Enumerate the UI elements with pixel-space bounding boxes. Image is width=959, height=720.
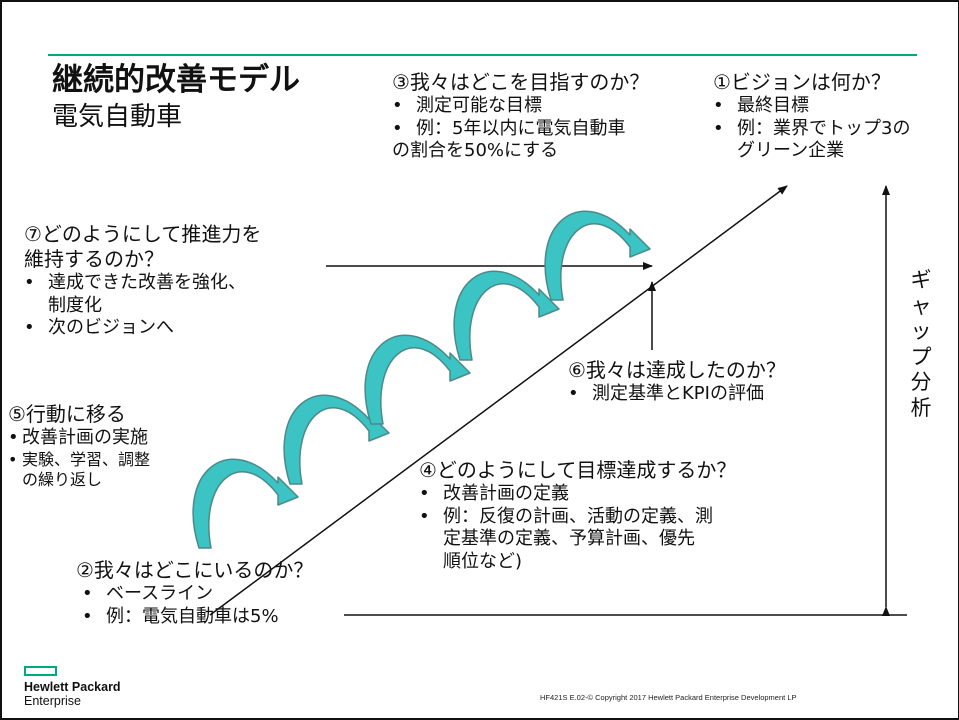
bullet-icon: • — [419, 483, 430, 504]
gap-label-char: 分 — [910, 370, 932, 395]
current-item: • 例：電気自動車は5% — [76, 606, 313, 629]
bullet-icon: • — [713, 117, 724, 139]
gap-label-char: ャ — [910, 293, 932, 318]
achieved-block: ⑥我々は達成したのか？ • 測定基準とKPIの評価 — [568, 358, 786, 406]
momentum-item: • 達成できた改善を強化、 — [24, 272, 261, 295]
plan-heading: ④どのようにして目標達成するか？ — [419, 458, 737, 482]
target-item: • 測定可能な目標 — [392, 95, 649, 118]
vision-item: • 例：業界でトップ3の — [713, 118, 910, 141]
gap-label-char: 析 — [910, 396, 932, 421]
plan-block: ④どのようにして目標達成するか？ • 改善計画の定義 • 例：反復の計画、活動の定義… — [419, 458, 736, 573]
momentum-heading-cont: 維持するのか？ — [24, 247, 164, 271]
action-item: •改善計画の実施 — [8, 427, 150, 450]
bullet-icon: • — [82, 583, 93, 604]
bullet-icon: • — [8, 427, 19, 448]
gap-label-char: ッ — [910, 319, 932, 344]
logo-line2: Enterprise — [24, 693, 81, 708]
bullet-icon: • — [82, 605, 93, 627]
vision-heading: ①ビジョンは何か？ — [713, 70, 891, 94]
logo-line1: Hewlett Packard — [24, 680, 121, 694]
action-item-text: 実験、学習、調整 — [22, 449, 151, 469]
momentum-item-cont: 制度化 — [48, 294, 102, 316]
vision-block: ①ビジョンは何か？ • 最終目標 • 例：業界でトップ3の グリーン企業 — [713, 70, 910, 163]
bullet-icon: • — [568, 383, 579, 404]
momentum-item-text: 達成できた改善を強化、 — [48, 272, 246, 293]
bullet-icon: • — [8, 449, 18, 469]
action-item-text: 改善計画の実施 — [22, 427, 148, 448]
momentum-block: ⑦どのようにして推進力を 維持するのか？ • 達成できた改善を強化、 制度化 • 次… — [24, 222, 261, 340]
vision-item: • 最終目標 — [713, 95, 910, 118]
vision-item-cont: グリーン企業 — [737, 140, 845, 161]
copyright-footer: HF421S E.02-© Copyright 2017 Hewlett Pac… — [540, 693, 797, 702]
bullet-icon: • — [419, 505, 430, 527]
target-item-cont: の割合を50%にする — [392, 140, 559, 161]
target-item-text: 測定可能な目標 — [416, 95, 542, 116]
curved-step-arrow-5 — [544, 210, 651, 301]
step-arrows — [192, 210, 651, 549]
action-block: ⑤行動に移る •改善計画の実施 •実験、学習、調整 の繰り返し — [8, 402, 150, 490]
momentum-item: • 次のビジョンへ — [24, 317, 261, 340]
achieved-item: • 測定基準とKPIの評価 — [568, 383, 786, 406]
target-item: • 例：5年以内に電気自動車 — [392, 118, 649, 141]
action-item-cont: の繰り返し — [22, 469, 103, 489]
bullet-icon: • — [713, 95, 724, 116]
curved-step-arrow-4 — [453, 270, 560, 361]
achieved-heading: ⑥我々は達成したのか？ — [568, 358, 786, 382]
curved-step-arrow-3 — [364, 334, 471, 425]
gap-analysis-label: ギ ャ ッ プ 分 析 — [908, 268, 934, 422]
current-item-text: 例：電気自動車は5% — [106, 605, 279, 627]
plan-item: • 改善計画の定義 — [419, 483, 736, 506]
achieved-item-text: 測定基準とKPIの評価 — [592, 383, 764, 404]
gap-label-char: プ — [910, 344, 932, 369]
page-title: 継続的改善モデル — [52, 62, 300, 98]
current-item-text: ベースライン — [106, 583, 214, 604]
hpe-logo-mark — [24, 666, 57, 676]
action-heading: ⑤行動に移る — [8, 402, 126, 426]
hpe-logo: Hewlett Packard Enterprise — [24, 666, 121, 709]
bullet-icon: • — [24, 317, 35, 338]
current-heading: ②我々はどこにいるのか？ — [76, 558, 314, 582]
momentum-heading: ⑦どのようにして推進力を — [24, 222, 262, 246]
bullet-icon: • — [24, 272, 35, 293]
vision-item-text: 例：業界でトップ3の — [737, 117, 911, 139]
vision-item-text: 最終目標 — [737, 95, 809, 116]
curved-step-arrow-2 — [283, 394, 390, 485]
target-item-text: 例：5年以内に電気自動車 — [416, 117, 626, 139]
current-item: • ベースライン — [76, 583, 313, 606]
page-subtitle: 電気自動車 — [52, 102, 183, 133]
plan-item-cont: 定基準の定義、予算計画、優先 — [443, 528, 695, 549]
bullet-icon: • — [392, 95, 403, 116]
plan-item-cont: 順位など) — [443, 550, 523, 572]
plan-item-text: 改善計画の定義 — [443, 483, 569, 504]
improvement-diagonal — [209, 185, 788, 616]
plan-item: • 例：反復の計画、活動の定義、測 — [419, 506, 736, 529]
current-block: ②我々はどこにいるのか？ • ベースライン • 例：電気自動車は5% — [76, 558, 313, 628]
title-block: 継続的改善モデル 電気自動車 — [52, 62, 300, 136]
bullet-icon: • — [392, 117, 403, 139]
curved-step-arrow-1 — [192, 458, 299, 549]
plan-item-text: 例：反復の計画、活動の定義、測 — [443, 505, 713, 527]
target-block: ③我々はどこを目指すのか？ • 測定可能な目標 • 例：5年以内に電気自動車 の割合… — [392, 70, 649, 163]
target-heading: ③我々はどこを目指すのか？ — [392, 70, 650, 94]
momentum-item-text: 次のビジョンへ — [48, 317, 174, 338]
gap-label-char: ギ — [910, 268, 932, 292]
action-item: •実験、学習、調整 — [8, 450, 150, 470]
